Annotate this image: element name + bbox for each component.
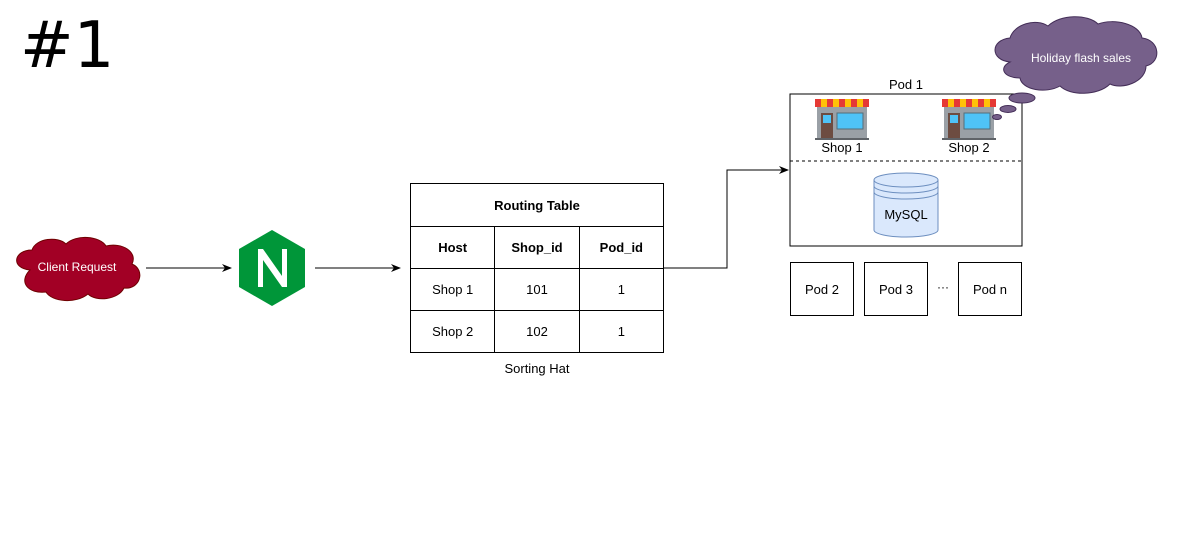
column-header-host: Host bbox=[409, 226, 496, 269]
pod-3-label: Pod 3 bbox=[879, 281, 913, 297]
routing-table-title: Routing Table bbox=[410, 183, 664, 227]
storefront-icon bbox=[815, 99, 869, 140]
arrow-routing-to-pod1 bbox=[664, 166, 789, 269]
client-request-cloud bbox=[16, 237, 141, 301]
database-icon bbox=[873, 172, 939, 238]
column-header-shop-id: Shop_id bbox=[494, 226, 580, 269]
pods-ellipsis: ··· bbox=[937, 280, 949, 294]
routing-table-title-row: Routing Table bbox=[410, 183, 664, 227]
table-cell-pod-id: 1 bbox=[578, 310, 665, 353]
routing-table-caption: Sorting Hat bbox=[504, 361, 570, 376]
shop-1-label: Shop 1 bbox=[821, 140, 863, 155]
table-row: Shop 1 101 1 bbox=[409, 268, 665, 311]
storefront-icon bbox=[942, 99, 996, 140]
nginx-logo-icon bbox=[239, 230, 305, 306]
diagram-heading: #1 bbox=[20, 9, 115, 83]
pod-n-label: Pod n bbox=[973, 281, 1007, 297]
table-cell-pod-id: 1 bbox=[578, 268, 665, 311]
database-label: MySQL bbox=[884, 207, 928, 222]
table-cell-shop-id: 102 bbox=[494, 310, 580, 353]
column-header-pod-id: Pod_id bbox=[578, 226, 665, 269]
shop-2-label: Shop 2 bbox=[948, 140, 990, 155]
pod-2-box: Pod 2 bbox=[790, 262, 854, 316]
table-row: Shop 2 102 1 bbox=[409, 310, 665, 353]
client-request-label: Client Request bbox=[37, 260, 117, 274]
pod-2-label: Pod 2 bbox=[805, 281, 839, 297]
pod1-label: Pod 1 bbox=[889, 77, 923, 92]
table-cell-host: Shop 2 bbox=[409, 310, 496, 353]
pod-3-box: Pod 3 bbox=[864, 262, 928, 316]
routing-table: Routing Table Host Shop_id Pod_id Shop 1… bbox=[409, 183, 665, 353]
thought-bubble-cloud bbox=[992, 16, 1158, 120]
routing-table-header-row: Host Shop_id Pod_id bbox=[409, 226, 665, 269]
pod-n-box: Pod n bbox=[958, 262, 1022, 316]
table-cell-shop-id: 101 bbox=[494, 268, 580, 311]
table-cell-host: Shop 1 bbox=[409, 268, 496, 311]
thought-bubble-label: Holiday flash sales bbox=[1030, 51, 1132, 65]
